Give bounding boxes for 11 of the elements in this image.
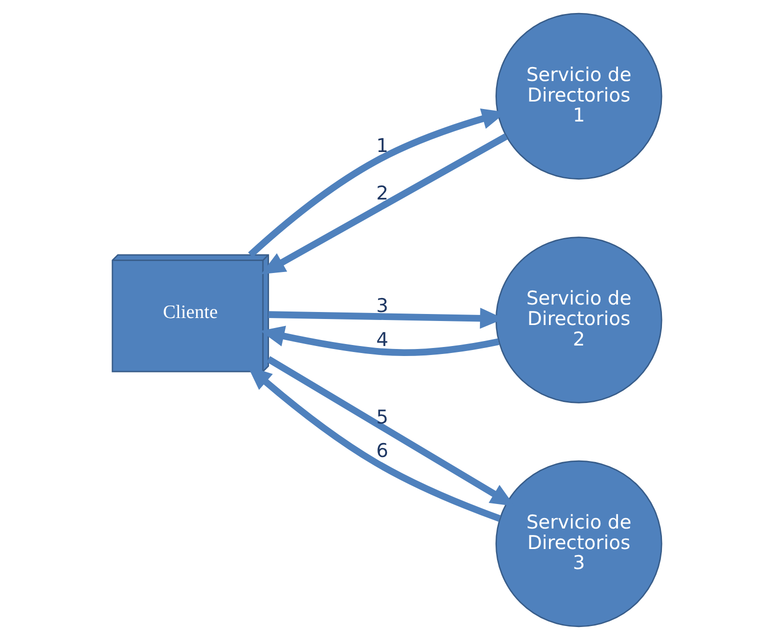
- edge-label: 2: [376, 182, 388, 205]
- edge-label: 1: [376, 135, 388, 158]
- arrow: [261, 133, 508, 274]
- edge-label: 6: [376, 440, 388, 462]
- node-circle: Servicio de Directorios 2: [495, 236, 662, 404]
- node-circle: Servicio de Directorios 3: [495, 460, 662, 628]
- arrow: [260, 326, 500, 356]
- edge-label: 5: [376, 406, 388, 428]
- node-circle: Servicio de Directorios 1: [495, 12, 662, 180]
- edge-label: 3: [376, 295, 388, 318]
- edge-label: 4: [376, 329, 388, 352]
